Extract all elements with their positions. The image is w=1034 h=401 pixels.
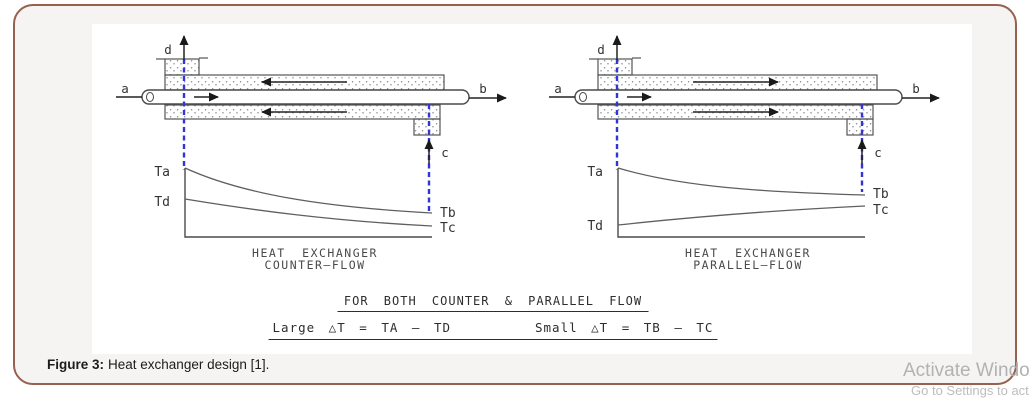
graph-axes — [184, 168, 432, 238]
port-label-d: d — [164, 42, 172, 57]
shell-outlet-box — [413, 118, 441, 136]
counter-title-line1: HEAT EXCHANGER — [252, 246, 378, 260]
parallel-title-line1: HEAT EXCHANGER — [685, 246, 811, 260]
hot-fluid-curve — [184, 167, 433, 214]
figure-caption-text: Heat exchanger design [1]. — [108, 357, 270, 372]
counter-title-line2: COUNTER—FLOW — [264, 258, 365, 272]
tube-counter — [141, 89, 470, 105]
formula-large-dt: Large △T = TA — TD — [272, 320, 451, 335]
figure-card: d a b c Ta Td Tb Tc HEAT EXCHANGER COUNT… — [13, 4, 1017, 385]
shell-inlet-box — [597, 58, 633, 76]
graph-axes — [617, 168, 865, 238]
formula-small-dt: Small △T = TB — TC — [535, 320, 714, 335]
port-label-b: b — [479, 81, 487, 96]
shell-inlet-box — [164, 58, 200, 76]
heat-exchanger-figure: d a b c Ta Td Tb Tc HEAT EXCHANGER COUNT… — [116, 35, 940, 272]
hot-fluid-curve — [617, 167, 866, 196]
temp-label-td: Td — [154, 195, 170, 210]
activate-windows-watermark: Activate Windo — [903, 360, 1030, 381]
port-label-d: d — [597, 42, 605, 57]
port-label-b: b — [912, 81, 920, 96]
parallel-title-line2: PARALLEL—FLOW — [693, 258, 803, 272]
port-label-c: c — [441, 145, 449, 160]
cold-fluid-curve — [617, 205, 866, 226]
figure-panel: d a b c Ta Td Tb Tc HEAT EXCHANGER COUNT… — [92, 24, 972, 354]
port-label-c: c — [874, 145, 882, 160]
shell-outlet-box — [846, 118, 874, 136]
cold-fluid-curve — [184, 198, 433, 227]
temp-label-tc: Tc — [873, 203, 889, 218]
figure-caption: Figure 3:Heat exchanger design [1]. — [47, 357, 269, 372]
tube-parallel — [574, 89, 903, 105]
figure-caption-label: Figure 3: — [47, 357, 105, 372]
temp-label-ta: Ta — [587, 165, 603, 180]
activate-windows-watermark-sub: Go to Settings to act — [911, 383, 1029, 398]
counter-flow-graph: Ta Td Tb Tc HEAT EXCHANGER COUNTER—FLOW — [154, 165, 455, 272]
temp-label-td: Td — [587, 219, 603, 234]
formula-heading: FOR BOTH COUNTER & PARALLEL FLOW — [337, 294, 649, 312]
temp-label-tb: Tb — [873, 187, 889, 202]
flow-arrows-counter — [116, 35, 507, 164]
counter-flow-diagram: d a b c Ta Td Tb Tc HEAT EXCHANGER COUNT… — [116, 35, 507, 272]
temp-label-tb: Tb — [440, 206, 456, 221]
temp-label-ta: Ta — [154, 165, 170, 180]
parallel-flow-diagram: d a b c Ta Td Tb Tc HEAT EXCHANGER PARAL… — [549, 35, 940, 272]
port-label-a: a — [121, 81, 129, 96]
formula-block: FOR BOTH COUNTER & PARALLEL FLOW Large △… — [268, 290, 718, 340]
temp-label-tc: Tc — [440, 221, 456, 236]
formula-line: Large △T = TA — TD Small △T = TB — TC — [268, 320, 718, 340]
flow-arrows-parallel — [549, 35, 940, 164]
parallel-flow-graph: Ta Td Tb Tc HEAT EXCHANGER PARALLEL—FLOW — [587, 165, 888, 272]
port-label-a: a — [554, 81, 562, 96]
